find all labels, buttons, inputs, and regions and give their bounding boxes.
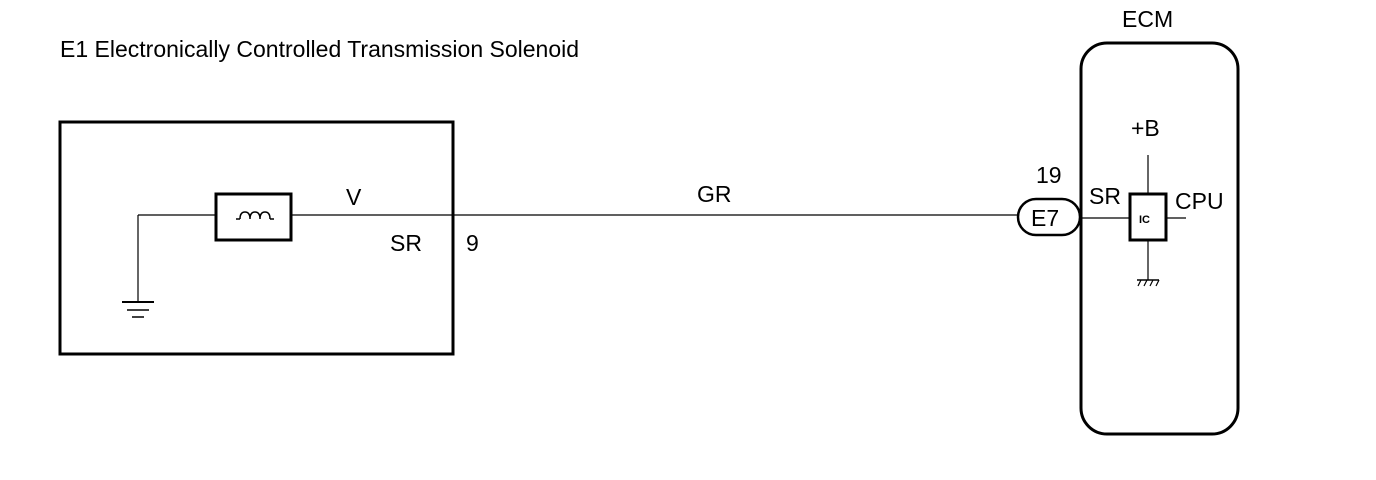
ecm-box	[1079, 41, 1240, 436]
ecm-pin-number: 19	[1036, 162, 1062, 188]
solenoid-pin-number: 9	[466, 230, 479, 256]
chassis-ground-icon	[1137, 240, 1160, 287]
component-title: E1 Electronically Controlled Transmissio…	[60, 36, 579, 62]
ic-label: IC	[1139, 214, 1150, 226]
ground-icon	[122, 215, 154, 318]
wire-color-gr: GR	[697, 181, 732, 207]
ecm-connector-outline	[1016, 197, 1082, 237]
ecm-connector: E7	[1031, 205, 1059, 231]
solenoid-terminal-name: SR	[390, 230, 422, 256]
solenoid-coil-icon	[214, 192, 293, 242]
ic-chip	[1128, 192, 1168, 242]
ecm-title: ECM	[1122, 6, 1173, 32]
power-label: +B	[1131, 115, 1160, 141]
ecm-terminal-name: SR	[1089, 183, 1121, 209]
solenoid-component-box	[58, 120, 455, 356]
wire-color-v: V	[346, 184, 362, 210]
cpu-label: CPU	[1175, 188, 1224, 214]
